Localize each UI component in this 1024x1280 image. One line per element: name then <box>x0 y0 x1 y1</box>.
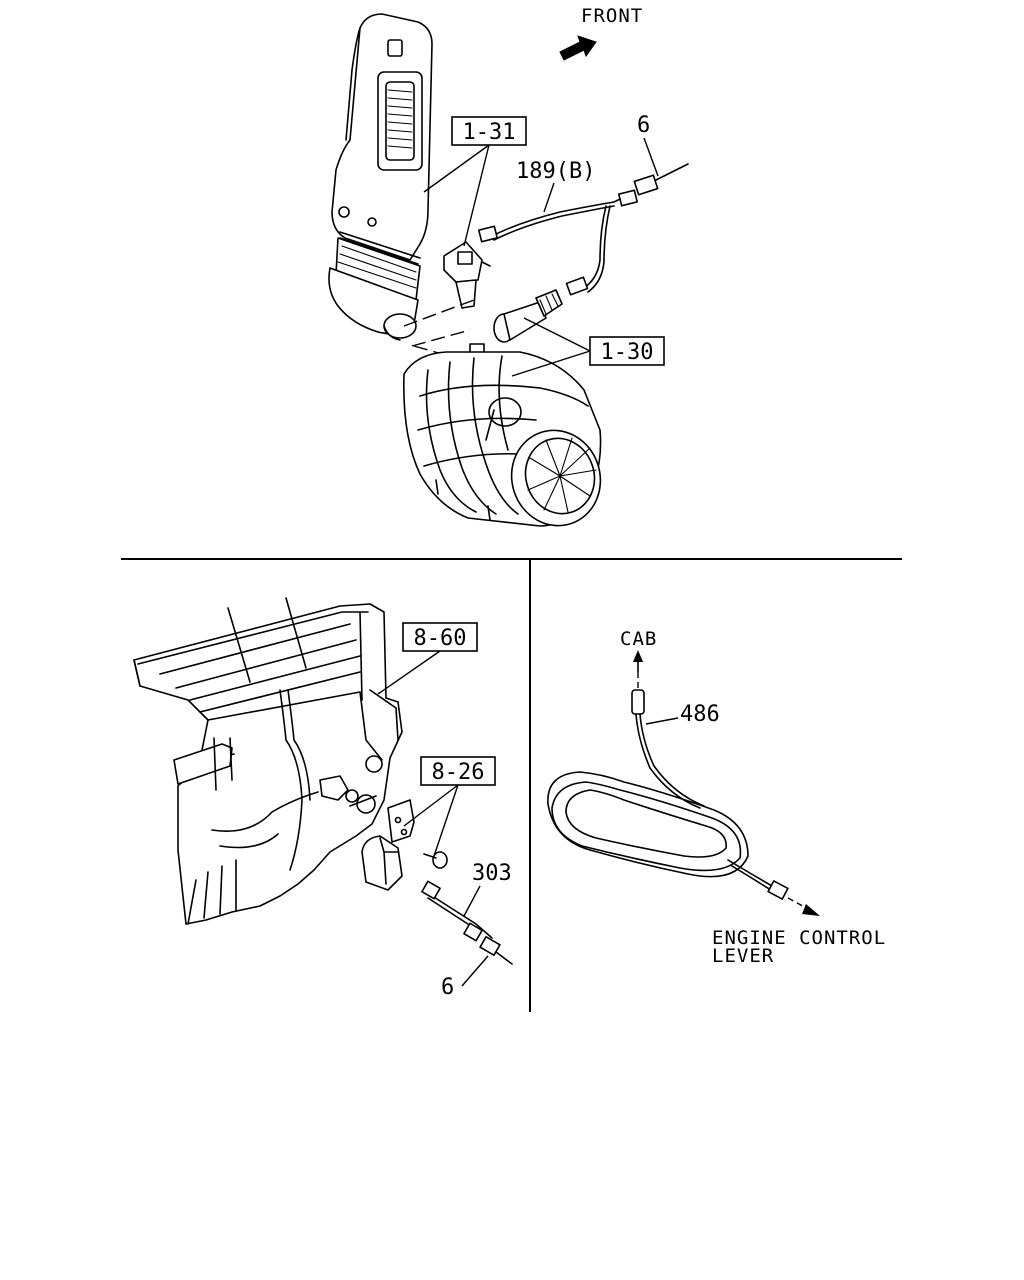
heater-unit <box>133 597 403 925</box>
cable-303 <box>421 880 493 942</box>
ref-box-1-31 <box>451 116 527 146</box>
leader-8-26 <box>403 784 459 857</box>
ref-label-8-60: 8-60 <box>414 626 467 651</box>
connector-6-bottom <box>479 936 513 965</box>
part-label-189b: 189(B) <box>516 159 595 184</box>
intake-sensor <box>443 241 491 309</box>
bottom-left-panel: 8-60 8-26 303 6 <box>133 597 513 1000</box>
actuator-bracket <box>361 799 448 891</box>
part-label-303: 303 <box>472 861 512 886</box>
front-label: FRONT <box>581 5 643 27</box>
wire-harness-189b <box>477 189 639 296</box>
leader-6-top <box>643 137 659 177</box>
leader-189b <box>543 182 555 213</box>
connector-6-top <box>633 163 689 196</box>
engine-lever-arrow-icon <box>802 904 820 916</box>
top-panel: FRONT <box>328 5 689 527</box>
cable-486 <box>547 689 789 900</box>
bottom-right-panel: CAB 486 ENGINE CONTROL LEVER <box>547 628 886 967</box>
ref-box-1-30 <box>589 336 665 366</box>
part-label-486: 486 <box>680 702 720 727</box>
leader-1-31 <box>423 144 490 247</box>
ref-box-8-26 <box>420 756 496 786</box>
ref-label-1-31: 1-31 <box>463 120 516 145</box>
leader-8-60 <box>377 650 441 695</box>
leader-1-30 <box>511 317 591 377</box>
leader-6-bottom <box>461 955 489 987</box>
restriction-indicator <box>493 289 563 343</box>
cab-label: CAB <box>620 628 657 650</box>
engine-control-label-line2: LEVER <box>712 945 774 967</box>
part-label-6-top: 6 <box>637 113 650 138</box>
leader-486 <box>645 717 679 725</box>
engine-control-label-line1: ENGINE CONTROL <box>712 927 886 949</box>
part-label-6-bottom: 6 <box>441 975 454 1000</box>
air-cleaner-body <box>403 343 602 527</box>
front-arrow-icon <box>559 35 597 61</box>
ref-box-8-60 <box>402 622 478 652</box>
ref-label-8-26: 8-26 <box>432 760 485 785</box>
ref-label-1-30: 1-30 <box>601 340 654 365</box>
air-intake-duct <box>328 13 433 341</box>
assembly-line-duct-cleaner <box>403 299 475 327</box>
leader-303 <box>463 885 481 917</box>
assembly-line-sensor <box>411 329 471 347</box>
